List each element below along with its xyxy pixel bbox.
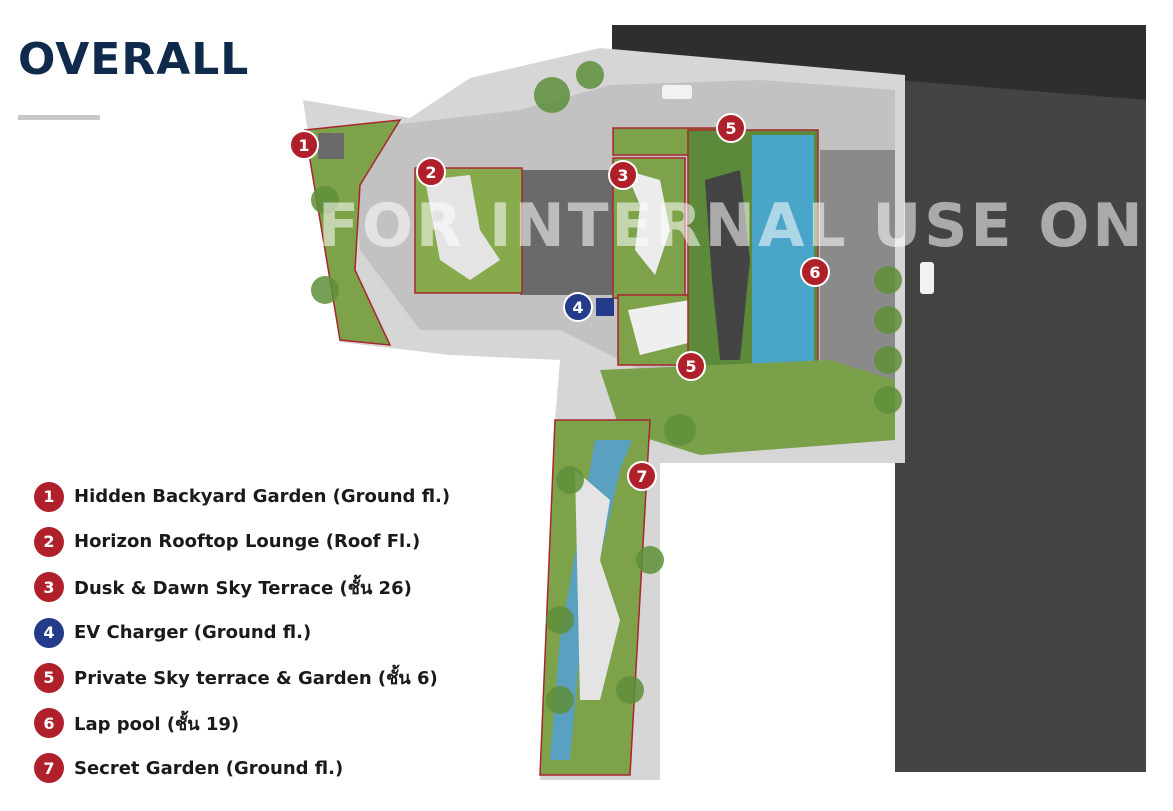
legend-number-badge: 5 xyxy=(34,662,64,693)
trees xyxy=(311,61,902,714)
watermark-text: FOR INTERNAL USE ONLY xyxy=(318,191,1173,261)
lap-pool xyxy=(752,135,814,365)
garden-2-path xyxy=(425,175,500,280)
map-marker-1[interactable]: 1 xyxy=(289,130,319,160)
pool-deck xyxy=(705,170,750,360)
legend-label: Private Sky terrace & Garden (ชั้น 6) xyxy=(74,668,438,690)
legend-label: Lap pool (ชั้น 19) xyxy=(74,713,240,735)
legend-label: Hidden Backyard Garden (Ground fl.) xyxy=(74,486,451,508)
road-shade-right xyxy=(895,80,1146,772)
road-shade xyxy=(612,25,1146,100)
legend-item: 2 Horizon Rooftop Lounge (Roof Fl.) xyxy=(34,519,450,564)
grid-icon-bg xyxy=(318,133,344,159)
legend: 1 Hidden Backyard Garden (Ground fl.) 2 … xyxy=(34,474,450,791)
garden-5-path xyxy=(628,300,700,355)
legend-label: Dusk & Dawn Sky Terrace (ชั้น 26) xyxy=(74,577,412,599)
legend-item: 4 EV Charger (Ground fl.) xyxy=(34,610,450,655)
legend-label: EV Charger (Ground fl.) xyxy=(74,622,312,644)
garden-7-path xyxy=(575,470,620,700)
map-marker-5-lower[interactable]: 5 xyxy=(676,351,706,381)
car-top xyxy=(662,85,692,99)
legend-item: 1 Hidden Backyard Garden (Ground fl.) xyxy=(34,474,450,519)
legend-item: 6 Lap pool (ชั้น 19) xyxy=(34,700,450,745)
ev-charger-spot xyxy=(596,298,614,316)
garden-1 xyxy=(304,119,402,346)
legend-number-badge: 3 xyxy=(34,572,64,603)
map-marker-7[interactable]: 7 xyxy=(627,461,657,491)
garden-3-path xyxy=(625,170,670,275)
legend-number-badge: 2 xyxy=(34,526,64,557)
page-title: OVERALL xyxy=(18,34,250,85)
legend-number-badge: 7 xyxy=(34,753,64,784)
legend-number-badge: 4 xyxy=(34,617,64,648)
map-marker-2[interactable]: 2 xyxy=(416,157,446,187)
legend-item: 7 Secret Garden (Ground fl.) xyxy=(34,746,450,791)
legend-item: 5 Private Sky terrace & Garden (ชั้น 6) xyxy=(34,655,450,700)
legend-item: 3 Dusk & Dawn Sky Terrace (ชั้น 26) xyxy=(34,565,450,610)
map-marker-5-top[interactable]: 5 xyxy=(716,113,746,143)
map-marker-4[interactable]: 4 xyxy=(563,292,593,322)
legend-number-badge: 1 xyxy=(34,481,64,512)
legend-label: Secret Garden (Ground fl.) xyxy=(74,757,344,779)
title-underline xyxy=(18,115,100,120)
car-right xyxy=(920,262,934,294)
map-marker-6[interactable]: 6 xyxy=(800,257,830,287)
legend-label: Horizon Rooftop Lounge (Roof Fl.) xyxy=(74,531,421,553)
building-roof xyxy=(520,170,620,295)
legend-number-badge: 6 xyxy=(34,708,64,739)
map-marker-3[interactable]: 3 xyxy=(608,160,638,190)
